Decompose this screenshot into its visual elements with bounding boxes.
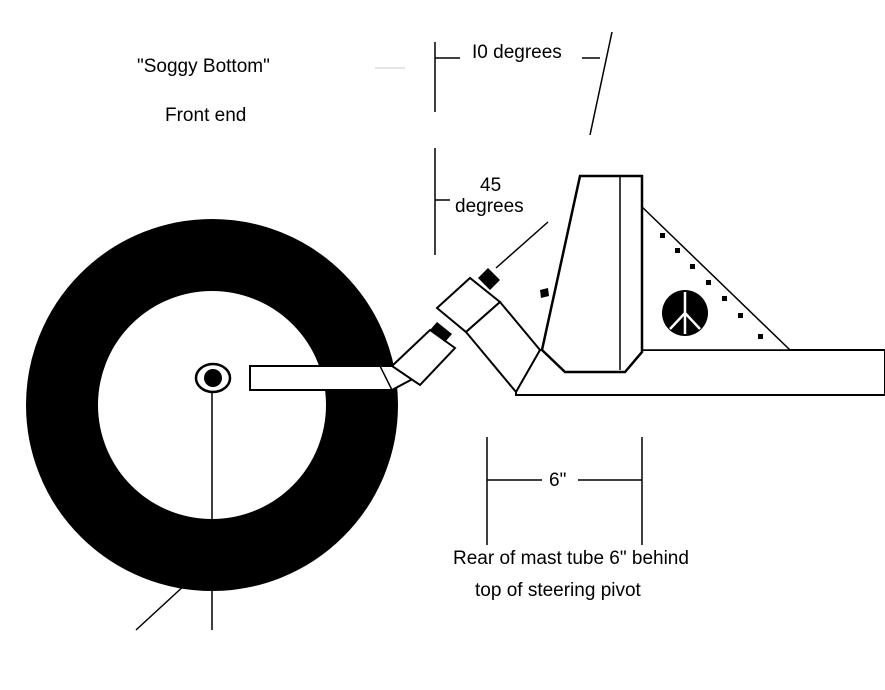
steering-axis-line [495,221,549,269]
fork-leg-seam [379,365,393,391]
lower-nut [430,322,452,342]
angle-ten-degree-label: I0 degrees [472,42,562,63]
angle-45-label-unit: degrees [455,196,524,217]
diagram-subtitle: Front end [165,105,247,126]
mast-bolt [540,288,549,298]
angle-45-label-number: 45 [480,175,502,196]
dimension-label: 6" [549,470,567,491]
caption-line-2: top of steering pivot [475,580,641,601]
gusset-plate [639,203,792,351]
caption-line-1: Rear of mast tube 6" behind [453,548,689,569]
hub-angle-line [135,559,213,631]
rivet-row [660,233,763,339]
upper-nut [478,268,500,290]
ten-degree-line [589,31,613,136]
axle-icon [194,362,232,394]
mast-tube [540,174,644,374]
fork-tube [390,328,457,387]
peace-symbol-icon [662,290,708,336]
diagram-title: "Soggy Bottom" [137,56,270,77]
fork-leg [249,365,423,391]
